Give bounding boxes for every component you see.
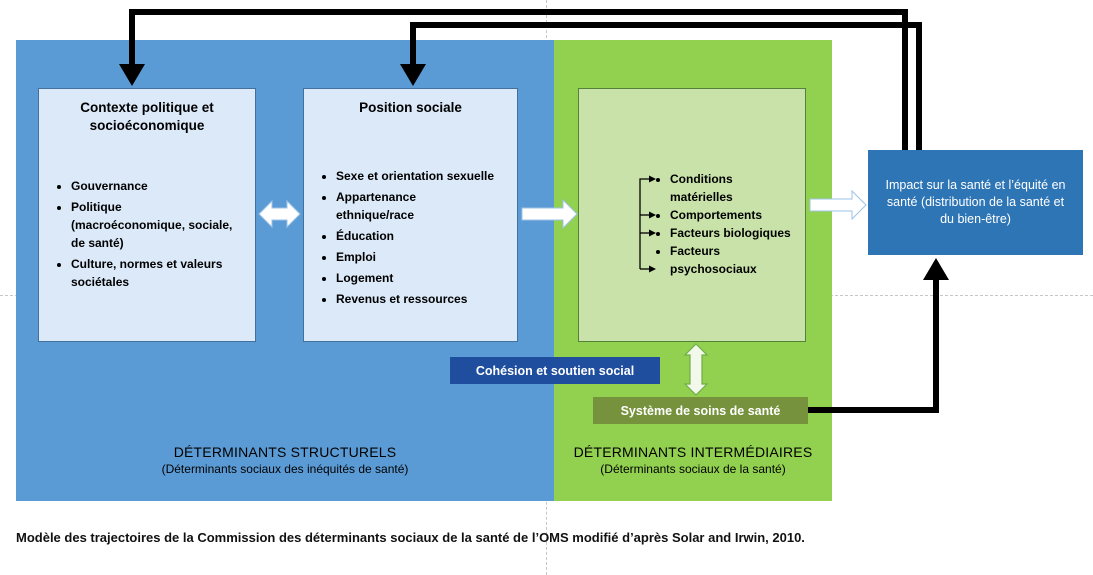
list-item: Appartenance ethnique/race <box>336 188 497 224</box>
figure-caption: Modèle des trajectoires de la Commission… <box>16 530 805 545</box>
list-item: Logement <box>336 269 497 287</box>
position-box-list: Sexe et orientation sexuelle Appartenanc… <box>304 167 517 308</box>
health-impact-box: Impact sur la santé et l’équité en santé… <box>868 150 1083 255</box>
social-cohesion-box: Cohésion et soutien social <box>450 357 660 384</box>
list-item: Conditions matérielles <box>670 170 792 206</box>
political-context-box: Contexte politique et socioéconomique Go… <box>38 88 256 342</box>
list-item: Revenus et ressources <box>336 290 497 308</box>
position-box-title: Position sociale <box>359 100 462 115</box>
list-item: Politique (macroéconomique, sociale, de … <box>71 198 235 252</box>
intermediary-label-main: DÉTERMINANTS INTERMÉDIAIRES <box>573 444 813 460</box>
intermediary-region-label: DÉTERMINANTS INTERMÉDIAIRES (Déterminant… <box>554 444 832 476</box>
social-position-box: Position sociale Sexe et orientation sex… <box>303 88 518 342</box>
list-item: Sexe et orientation sexuelle <box>336 167 497 185</box>
list-item: Comportements <box>670 206 792 224</box>
list-item: Culture, normes et valeurs sociétales <box>71 255 235 291</box>
list-item: Emploi <box>336 248 497 266</box>
health-care-system-box: Système de soins de santé <box>593 397 808 424</box>
structural-region-label: DÉTERMINANTS STRUCTURELS (Déterminants s… <box>16 444 554 476</box>
context-box-list: Gouvernance Politique (macroéconomique, … <box>39 177 255 291</box>
list-item: Éducation <box>336 227 497 245</box>
intermediary-label-sub: (Déterminants sociaux de la santé) <box>600 462 786 476</box>
context-box-title: Contexte politique et socioéconomique <box>80 100 214 133</box>
list-item: Facteurs psychosociaux <box>670 242 792 278</box>
factors-list: Conditions matérielles Comportements Fac… <box>652 170 792 278</box>
structural-label-sub: (Déterminants sociaux des inéquités de s… <box>161 462 409 476</box>
list-item: Facteurs biologiques <box>670 224 792 242</box>
list-item: Gouvernance <box>71 177 235 195</box>
structural-label-main: DÉTERMINANTS STRUCTURELS <box>173 444 397 460</box>
